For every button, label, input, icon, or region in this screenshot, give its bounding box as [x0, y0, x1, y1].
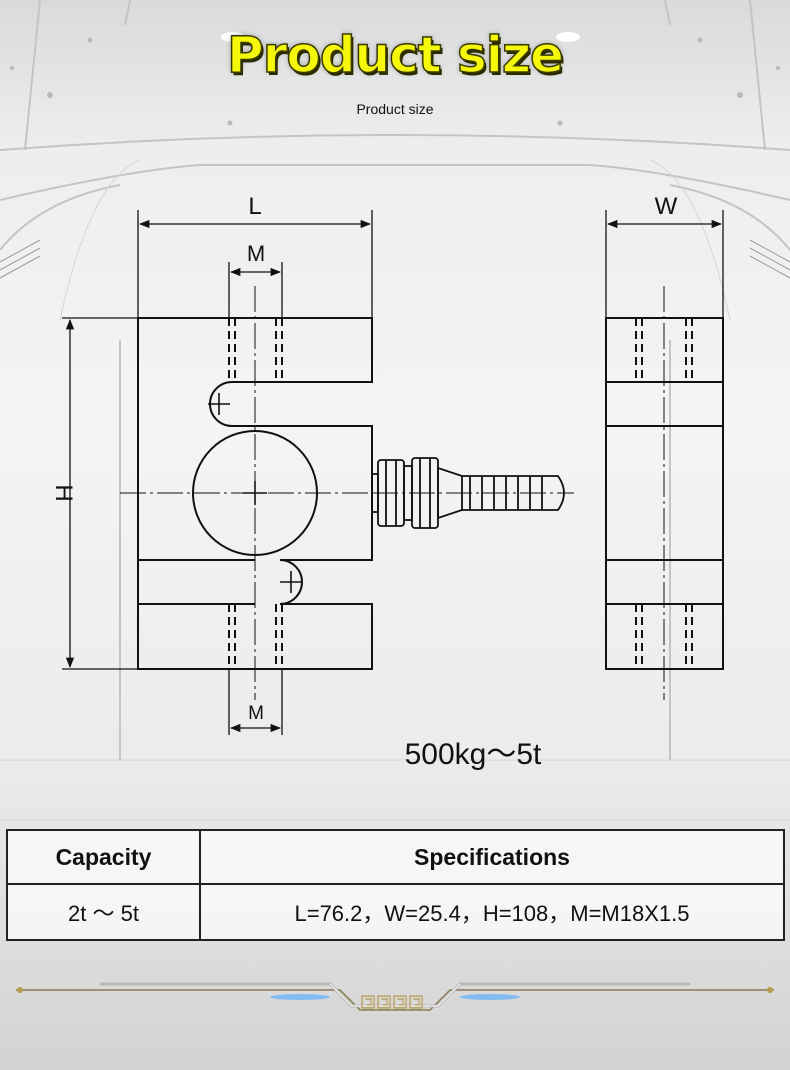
- label-height: H: [50, 484, 77, 501]
- capacity-range-note: 500kg～5t: [405, 738, 542, 771]
- page-title: Product size: [226, 25, 564, 85]
- footer-ornament: [16, 982, 774, 1011]
- table-header-row: Capacity Specifications: [6, 829, 785, 885]
- specification-table: Capacity Specifications 2t ～ 5t L=76.2，W…: [6, 829, 785, 941]
- header-capacity: Capacity: [6, 829, 201, 885]
- header-specifications: Specifications: [199, 829, 785, 885]
- label-thread-top: M: [247, 241, 265, 266]
- table-row: 2t ～ 5t L=76.2，W=25.4，H=108，M=M18X1.5: [6, 883, 785, 941]
- label-length: L: [248, 193, 261, 220]
- label-width: W: [655, 193, 678, 220]
- page-subtitle: Product size: [356, 101, 434, 117]
- label-thread-bottom: M: [248, 703, 264, 724]
- cell-specifications: L=76.2，W=25.4，H=108，M=M18X1.5: [199, 883, 785, 941]
- front-view-outline: [137, 317, 373, 670]
- cell-capacity: 2t ～ 5t: [6, 883, 201, 941]
